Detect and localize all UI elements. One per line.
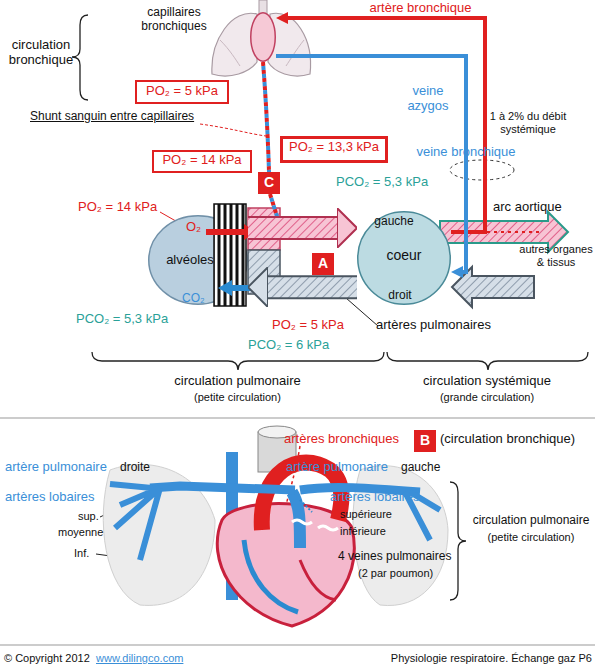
heart-illustration bbox=[150, 486, 295, 490]
heart-illustration bbox=[300, 560, 336, 600]
callout-letter: B bbox=[414, 430, 436, 452]
heart-illustration bbox=[292, 520, 338, 530]
label-text: arc aortique bbox=[493, 200, 593, 215]
bronchial-artery-line bbox=[288, 18, 485, 232]
label-text: artère pulmonaire bbox=[5, 460, 125, 475]
value-box: PO₂ = 5 kPa bbox=[135, 80, 229, 104]
label-text: (circulation bronchique) bbox=[440, 432, 595, 447]
label-text: PCO₂ = 5,3 kPa bbox=[76, 312, 196, 327]
label-text: artères pulmonaires bbox=[376, 318, 516, 333]
label-text: supérieure bbox=[340, 508, 410, 521]
label-text: artères lobaires bbox=[330, 490, 440, 505]
label-text: circulation pulmonaire bbox=[466, 514, 595, 528]
divider-line bbox=[0, 418, 595, 645]
label-text: artères lobaires bbox=[5, 490, 125, 505]
shunt-line bbox=[263, 62, 269, 172]
label-text: Physiologie respiratoire. Échange gaz P6 bbox=[358, 652, 592, 665]
label-text: autres organes & tissus bbox=[516, 243, 595, 268]
leader-line bbox=[346, 298, 378, 326]
edge-label: veine bronchique bbox=[406, 145, 526, 160]
label-text: droite bbox=[120, 461, 170, 475]
label-text: PCO₂ = 5,3 kPa bbox=[336, 175, 456, 190]
bracket bbox=[72, 15, 88, 100]
node-text: B bbox=[414, 432, 436, 448]
flow-fraction-marker bbox=[450, 160, 514, 180]
node-text: A bbox=[312, 255, 334, 271]
connector-outline bbox=[248, 216, 337, 240]
heart-illustration bbox=[110, 484, 160, 560]
label-text: www.dilingco.com bbox=[96, 652, 206, 665]
connector-group bbox=[268, 287, 357, 288]
label-text: circulation systémique bbox=[387, 374, 587, 389]
node-shape bbox=[251, 13, 276, 62]
label-text: O₂ bbox=[186, 220, 216, 235]
label-text: PO₂ = 14 kPa bbox=[78, 200, 188, 215]
label-text: artères bronchiques bbox=[284, 432, 414, 447]
connector-group bbox=[288, 18, 485, 232]
node-text: gauche bbox=[367, 215, 421, 229]
connector-outline bbox=[268, 275, 357, 299]
heart-illustration bbox=[103, 426, 448, 626]
flow-fraction-marker bbox=[450, 160, 514, 180]
label-text: PO₂ = 5 kPa bbox=[272, 318, 372, 333]
label-text: sup. bbox=[78, 510, 118, 523]
node-shape bbox=[358, 212, 451, 305]
callout-letter: C bbox=[258, 172, 280, 194]
label-text: Inf. bbox=[74, 547, 104, 560]
capillary-bed: capillaires bronchiques bbox=[250, 12, 276, 62]
node-outline bbox=[250, 12, 276, 62]
label-text: 1 à 2% du débit systémique bbox=[478, 110, 578, 135]
heart-illustration bbox=[300, 500, 312, 512]
bracket bbox=[387, 352, 588, 370]
shunt-line bbox=[200, 124, 266, 136]
divider-line bbox=[0, 418, 595, 419]
node-text: droit bbox=[375, 289, 425, 303]
label-text: (petite circulation) bbox=[90, 391, 385, 404]
edge-label: artère bronchique bbox=[361, 1, 481, 16]
bracket bbox=[450, 482, 466, 600]
heart-circle: gauche coeur droit bbox=[357, 211, 451, 305]
node-text: C bbox=[258, 174, 280, 190]
lung-illustration bbox=[212, 13, 257, 76]
label-text: (petite circulation) bbox=[466, 531, 595, 544]
callout-letter: A bbox=[312, 253, 334, 275]
connector-group bbox=[248, 228, 337, 229]
label-text: gauche bbox=[401, 461, 451, 475]
divider-line bbox=[0, 645, 595, 646]
label-text: veine azygos bbox=[404, 84, 452, 114]
node-text: coeur bbox=[357, 247, 451, 263]
label-text: (grande circulation) bbox=[387, 391, 587, 404]
label-text: inférieure bbox=[340, 525, 410, 538]
shunt-line bbox=[263, 62, 269, 172]
label-text: artère pulmonaire bbox=[286, 460, 406, 475]
label-text: Shunt sanguin entre capillaires bbox=[30, 110, 230, 124]
label-text: circulation pulmonaire bbox=[90, 374, 385, 389]
bracket bbox=[92, 352, 384, 370]
label-text: circulation bronchique bbox=[4, 38, 78, 68]
gas-arrow bbox=[218, 280, 272, 296]
pulmonary-vein-arrow bbox=[248, 218, 337, 238]
label-text: (2 par poumon) bbox=[358, 567, 478, 580]
heart-illustration bbox=[217, 504, 354, 626]
heart-illustration bbox=[244, 540, 298, 612]
node-text: capillaires bronchiques bbox=[132, 6, 216, 34]
label-text: PCO₂ = 6 kPa bbox=[248, 338, 358, 353]
value-box: PO₂ = 13,3 kPa bbox=[280, 136, 388, 163]
node-text: PO₂ = 14 kPa bbox=[152, 153, 252, 168]
node-text: PO₂ = 5 kPa bbox=[135, 84, 229, 99]
node-text: PO₂ = 13,3 kPa bbox=[280, 140, 388, 155]
pulmonary-artery-arrow bbox=[268, 277, 357, 297]
label-text: CO₂ bbox=[182, 292, 216, 306]
label-text: 4 veines pulmonaires bbox=[338, 550, 478, 564]
value-box: PO₂ = 14 kPa bbox=[152, 150, 252, 173]
label-text: moyenne bbox=[58, 526, 108, 539]
label-text: © Copyright 2012 bbox=[4, 652, 104, 665]
